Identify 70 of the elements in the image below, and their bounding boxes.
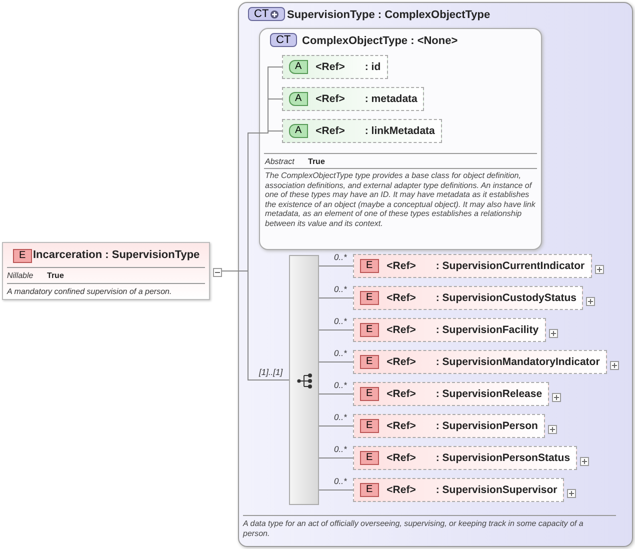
base-type-box — [259, 28, 542, 250]
occurrence-label: 0..* — [334, 412, 347, 422]
ref-label: <Ref> — [316, 61, 345, 73]
ref-label: <Ref> — [316, 125, 345, 137]
element-box — [2, 242, 210, 300]
attribute-name: : metadata — [364, 93, 418, 105]
element-ref-box — [353, 382, 550, 406]
attribute-badge: A — [289, 124, 308, 138]
element-name: : SupervisionCurrentIndicator — [436, 260, 585, 272]
property-name: Abstract — [265, 157, 294, 166]
ref-label: <Ref> — [386, 260, 416, 272]
ref-label: <Ref> — [386, 484, 416, 496]
element-ref-box — [353, 318, 546, 342]
property-value: True — [308, 157, 325, 166]
attribute-badge: A — [289, 60, 308, 74]
element-name: : SupervisionFacility — [436, 324, 539, 336]
property-name: Nillable — [7, 271, 34, 280]
element-badge: E — [360, 451, 379, 465]
ref-label: <Ref> — [386, 420, 416, 432]
element-badge: E — [360, 355, 379, 369]
element-badge: E — [360, 323, 379, 337]
attribute-name: : id — [364, 61, 381, 73]
element-name: : SupervisionMandatoryIndicator — [436, 356, 600, 368]
sequence-bar — [289, 255, 319, 505]
element-badge: E — [360, 419, 379, 433]
occurrence-label: 0..* — [334, 348, 347, 358]
element-ref-box — [353, 446, 578, 470]
occurrence-label: 0..* — [334, 284, 347, 294]
type-badge: CT — [248, 7, 285, 21]
ref-label: <Ref> — [386, 388, 416, 400]
ref-label: <Ref> — [386, 324, 416, 336]
type-description: The ComplexObjectType type provides a base class for object definition, association definitions, and external adapter type definitions. An instance of one of these types may have an ID. It may have metadata as it establishes the existence of an object (maybe a conceptual object). It may also have link metadata, as an element of one of these types establishes a relationship between its value and its context. — [265, 171, 536, 229]
attribute-badge: A — [289, 92, 308, 106]
occurrence-label: 0..* — [334, 316, 347, 326]
element-ref-box — [353, 478, 564, 502]
element-title: Incarceration : SupervisionType — [33, 249, 200, 261]
type-title: ComplexObjectType : <None> — [302, 35, 458, 47]
element-badge: E — [360, 259, 379, 273]
attribute-box — [282, 87, 424, 111]
ref-label: <Ref> — [316, 93, 345, 105]
attribute-box — [282, 55, 388, 79]
element-badge: E — [360, 483, 379, 497]
element-ref-box — [353, 286, 584, 310]
type-description: A data type for an act of officially overseeing, supervising, or keeping track in some capacity of a person. — [243, 519, 584, 538]
occurrence-label: 0..* — [334, 380, 347, 390]
occurrence-label: 0..* — [334, 476, 347, 486]
type-title: SupervisionType : ComplexObjectType — [287, 9, 490, 21]
occurrence-label: 0..* — [334, 444, 347, 454]
element-name: : SupervisionCustodyStatus — [436, 292, 576, 304]
element-name: : SupervisionPersonStatus — [436, 452, 570, 464]
element-badge: E — [360, 291, 379, 305]
ref-label: <Ref> — [386, 356, 416, 368]
ref-label: <Ref> — [386, 452, 416, 464]
occurrence-label: 0..* — [334, 252, 347, 262]
attribute-name: : linkMetadata — [364, 125, 435, 137]
element-ref-box — [353, 254, 592, 278]
attribute-box — [282, 119, 442, 143]
type-badge: CT — [270, 33, 297, 47]
element-badge: E — [360, 387, 379, 401]
element-ref-box — [353, 414, 545, 438]
edge-label: [1]..[1] — [259, 367, 283, 377]
element-name: : SupervisionSupervisor — [436, 484, 558, 496]
element-name: : SupervisionRelease — [436, 388, 542, 400]
element-badge: E — [13, 249, 32, 263]
element-name: : SupervisionPerson — [436, 420, 538, 432]
ref-label: <Ref> — [386, 292, 416, 304]
element-description: A mandatory confined supervision of a person. — [7, 287, 172, 296]
property-value: True — [47, 271, 64, 280]
element-ref-box — [353, 350, 607, 374]
complex-type-box — [238, 2, 633, 547]
